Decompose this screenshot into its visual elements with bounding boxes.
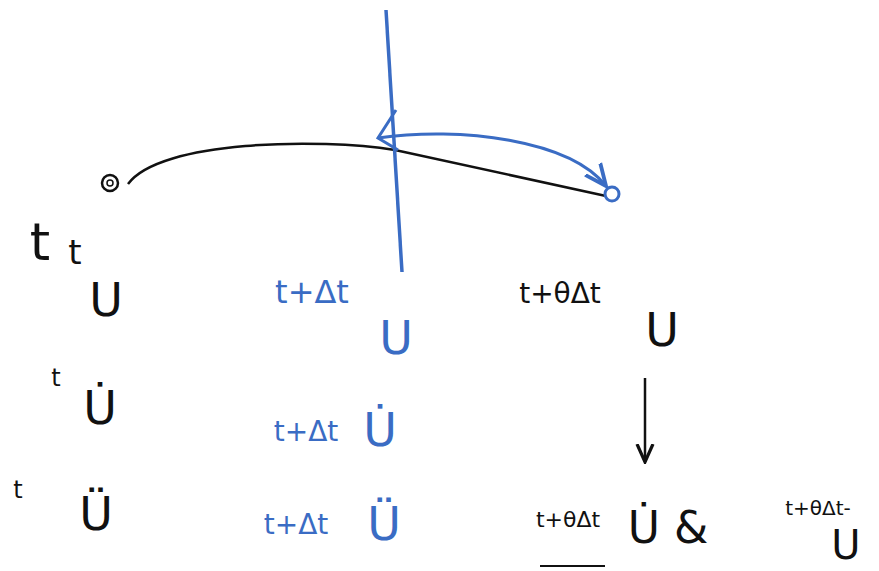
velocity-symbol: U̇: [363, 407, 397, 453]
velocity-symbol: U̇ &: [628, 506, 709, 550]
start-point-inner: [107, 180, 113, 186]
time-superscript: t: [68, 235, 81, 269]
time-superscript: t: [51, 366, 60, 390]
time-symbol: t: [30, 216, 50, 268]
end-point: [605, 187, 619, 201]
time-line: [386, 10, 402, 272]
time-superscript: t+Δt: [275, 276, 349, 308]
displacement-symbol: U: [379, 315, 413, 361]
time-superscript: t+θΔt: [536, 509, 600, 531]
displacement-symbol: U: [831, 525, 860, 565]
time-superscript: t+Δt: [264, 511, 329, 539]
time-superscript: t+θΔt-: [785, 498, 851, 518]
acceleration-symbol: Ü: [79, 491, 113, 537]
time-superscript: t+θΔt: [519, 280, 601, 308]
time-superscript: t+Δt: [274, 418, 339, 446]
projection-arrow: [378, 134, 606, 186]
displacement-symbol: U: [89, 277, 123, 323]
trajectory-curve: [128, 144, 606, 196]
underline: [540, 565, 605, 567]
displacement-symbol: U: [645, 307, 679, 353]
acceleration-symbol: Ü: [367, 501, 401, 547]
down-arrow: [644, 378, 647, 462]
flag-mark: [378, 110, 398, 150]
time-superscript: t: [13, 478, 22, 502]
start-point: [102, 175, 118, 191]
velocity-symbol: U̇: [83, 385, 117, 431]
